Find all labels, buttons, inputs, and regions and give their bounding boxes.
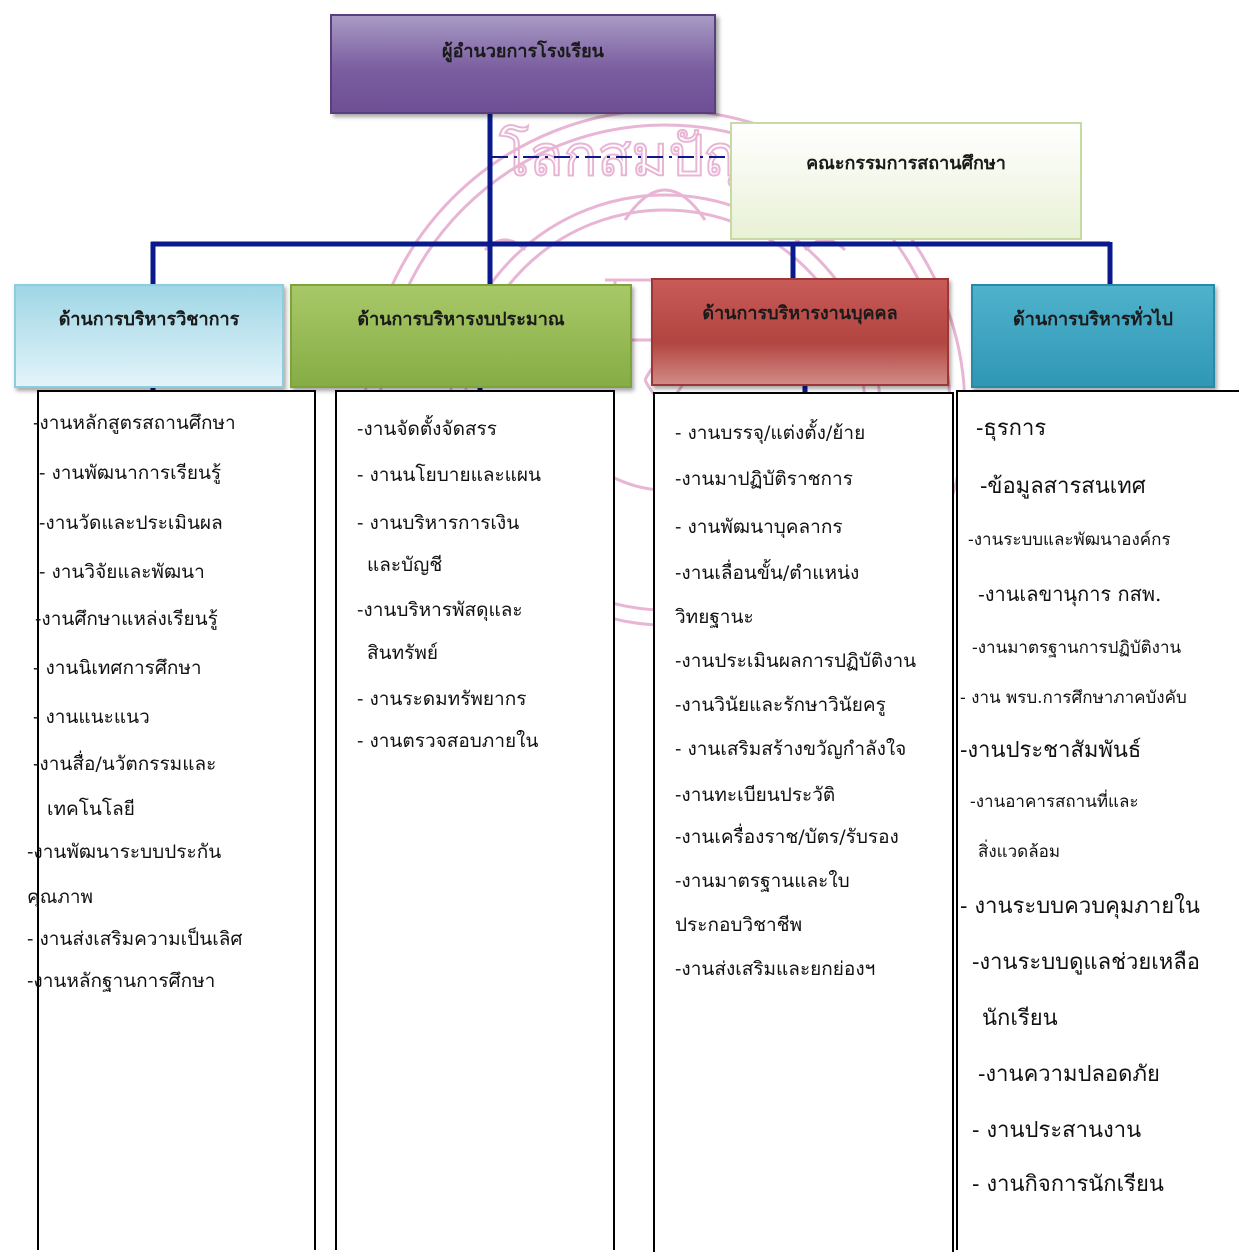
committee-box: คณะกรรมการสถานศึกษา <box>730 122 1082 240</box>
dept-personnel-title: ด้านการบริหารงานบุคคล <box>702 303 898 324</box>
dept-budget-header: ด้านการบริหารงบประมาณ <box>290 284 632 388</box>
task-item: -งานวินัยและรักษาวินัยครู <box>675 694 886 716</box>
task-item: -งานเครื่องราช/บัตร/รับรอง <box>675 826 899 848</box>
director-box: ผู้อำนวยการโรงเรียน <box>330 14 716 114</box>
task-item: - งานบริหารการเงิน <box>357 512 520 534</box>
task-item: -งานเลขานุการ กสพ. <box>978 582 1162 606</box>
task-item: -งานมาตรฐานและใบ <box>675 870 850 892</box>
task-item: -งานส่งเสริมและยกย่องฯ <box>675 958 876 980</box>
task-item: -งานหลักฐานการศึกษา <box>27 970 216 992</box>
task-item: -งานมาปฏิบัติราชการ <box>675 468 853 490</box>
task-item: - งานนโยบายและแผน <box>357 464 542 486</box>
task-item: ประกอบวิชาชีพ <box>675 914 803 936</box>
task-item: - งานประสานงาน <box>972 1118 1142 1143</box>
task-item: เทคโนโลยี <box>47 798 135 820</box>
task-item: - งาน พรบ.การศึกษาภาคบังคับ <box>960 688 1187 708</box>
task-item: -ธุรการ <box>976 416 1047 441</box>
task-item: -งานจัดตั้งจัดสรร <box>357 418 497 440</box>
task-item: สิ่งแวดล้อม <box>978 842 1061 862</box>
task-item: วิทยฐานะ <box>675 606 754 628</box>
task-item: -ข้อมูลสารสนเทศ <box>980 474 1146 499</box>
task-item: -งานบริหารพัสดุและ <box>357 599 523 621</box>
task-item: -งานหลักสูตรสถานศึกษา <box>33 412 236 434</box>
director-title: ผู้อำนวยการโรงเรียน <box>442 41 604 62</box>
task-item: -งานประเมินผลการปฏิบัติงาน <box>675 650 917 672</box>
task-item: - งานนิเทศการศึกษา <box>33 657 202 679</box>
task-item: -งานมาตรฐานการปฏิบัติงาน <box>972 638 1182 658</box>
dept-budget-title: ด้านการบริหารงบประมาณ <box>357 309 565 330</box>
task-item: สินทรัพย์ <box>367 642 438 664</box>
dept-general-title: ด้านการบริหารทั่วไป <box>1013 309 1173 330</box>
general-task-list: -ธุรการ -ข้อมูลสารสนเทศ -งานระบบและพัฒนา… <box>956 390 1239 1250</box>
dept-personnel-header: ด้านการบริหารงานบุคคล <box>651 278 949 386</box>
task-item: -งานประชาสัมพันธ์ <box>960 738 1142 763</box>
task-item: คุณภาพ <box>27 886 94 908</box>
task-item: -งานความปลอดภัย <box>978 1062 1160 1087</box>
task-item: - งานพัฒนาการเรียนรู้ <box>39 462 222 484</box>
task-item: -งานระบบดูแลช่วยเหลือ <box>972 950 1200 975</box>
task-item: - งานกิจการนักเรียน <box>972 1172 1164 1197</box>
task-item: -งานวัดและประเมินผล <box>39 512 223 534</box>
task-item: -งานอาคารสถานที่และ <box>970 792 1139 812</box>
task-item: -งานสื่อ/นวัตกรรมและ <box>33 753 217 775</box>
task-item: - งานระดมทรัพยากร <box>357 688 527 710</box>
committee-title: คณะกรรมการสถานศึกษา <box>806 153 1006 174</box>
task-item: นักเรียน <box>982 1006 1058 1031</box>
task-item: - งานบรรจุ/แต่งตั้ง/ย้าย <box>675 422 866 444</box>
task-item: -งานทะเบียนประวัติ <box>675 784 836 806</box>
dept-academic-header: ด้านการบริหารวิชาการ <box>14 284 284 388</box>
task-item: - งานตรวจสอบภายใน <box>357 730 539 752</box>
academic-task-list: -งานหลักสูตรสถานศึกษา - งานพัฒนาการเรียน… <box>27 390 316 1250</box>
task-item: -งานพัฒนาระบบประกัน <box>27 841 222 863</box>
task-item: -งานระบบและพัฒนาองค์กร <box>968 530 1171 550</box>
task-item: - งานวิจัยและพัฒนา <box>39 561 205 583</box>
task-item: - งานระบบควบคุมภายใน <box>960 894 1200 919</box>
task-item: - งานแนะแนว <box>33 706 150 728</box>
task-item: -งานเลื่อนขั้น/ตำแหน่ง <box>675 562 860 584</box>
task-item: -งานศึกษาแหล่งเรียนรู้ <box>35 608 218 630</box>
budget-task-list: -งานจัดตั้งจัดสรร - งานนโยบายและแผน - งา… <box>335 390 615 1250</box>
task-item: - งานพัฒนาบุคลากร <box>675 516 843 538</box>
dept-general-header: ด้านการบริหารทั่วไป <box>971 284 1215 388</box>
task-item: - งานเสริมสร้างขวัญกำลังใจ <box>675 738 907 760</box>
task-item: และบัญชี <box>367 554 443 576</box>
dept-academic-title: ด้านการบริหารวิชาการ <box>58 309 240 330</box>
task-item: - งานส่งเสริมความเป็นเลิศ <box>27 928 243 950</box>
personnel-task-list: - งานบรรจุ/แต่งตั้ง/ย้าย -งานมาปฏิบัติรา… <box>653 392 954 1252</box>
